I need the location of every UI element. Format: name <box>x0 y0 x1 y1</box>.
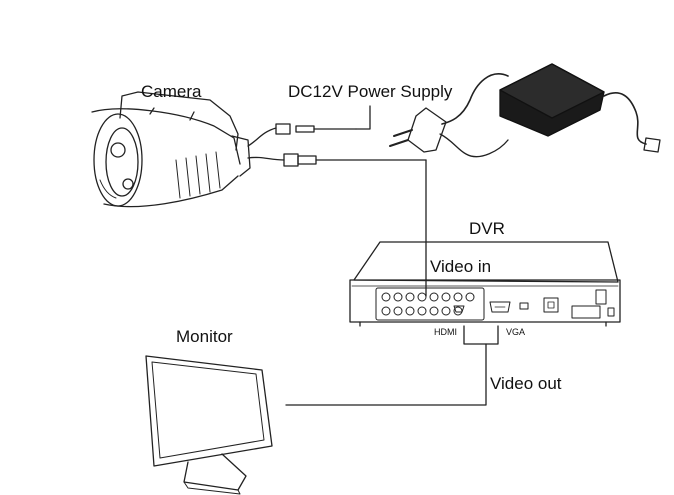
camera-icon <box>91 91 285 208</box>
power-cable <box>355 105 371 130</box>
monitor-icon <box>145 355 273 495</box>
dvr-icon <box>349 241 621 327</box>
power-connector-icon <box>275 123 357 135</box>
hdmi-label: HDMI <box>434 327 457 337</box>
power-adapter-icon <box>441 63 661 153</box>
power-plug-icon <box>389 107 509 158</box>
video-in-label: Video in <box>430 257 492 276</box>
camera-label: Camera <box>141 82 202 101</box>
vga-label: VGA <box>506 327 526 337</box>
video-out-label: Video out <box>490 374 562 393</box>
video-out-cable <box>285 343 487 406</box>
video-connector-icon <box>283 153 427 167</box>
monitor-label: Monitor <box>176 327 233 346</box>
dvr-label: DVR <box>469 219 505 238</box>
output-bracket <box>463 325 499 345</box>
power-supply-label: DC12V Power Supply <box>288 82 453 101</box>
